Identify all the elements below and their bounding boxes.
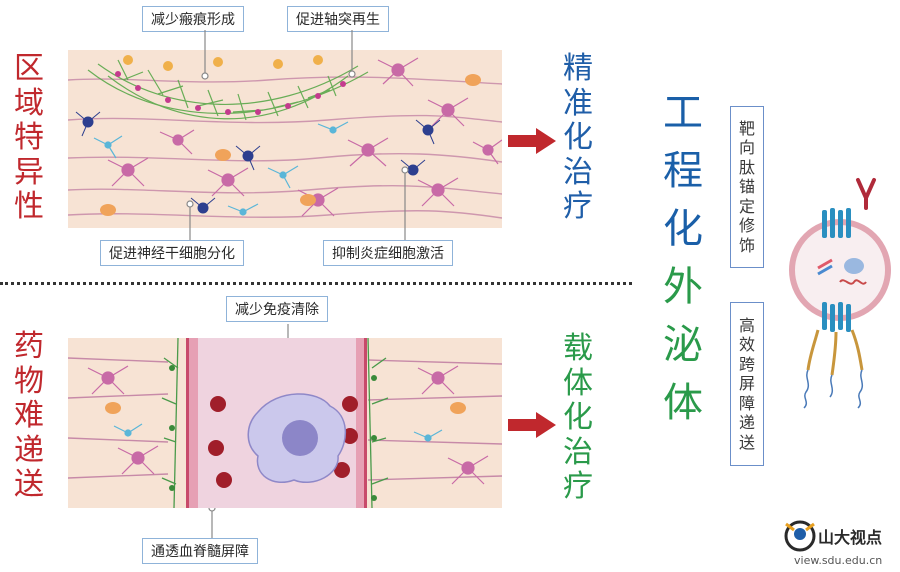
callout-promote-neural-diff: 促进神经干细胞分化 xyxy=(100,240,244,266)
blood-vessel-illustration xyxy=(68,338,502,508)
logo-name: 山大视点 xyxy=(818,528,883,547)
bottom-side-label: 药 物 难 递 送 xyxy=(14,329,44,502)
spinal-tissue-panel-top xyxy=(68,50,502,228)
callout-inhibit-inflammation: 抑制炎症细胞激活 xyxy=(323,240,453,266)
bottom-result-label: 载 体 化 治 疗 xyxy=(563,331,593,504)
top-result-label: 精 准 化 治 疗 xyxy=(563,51,593,224)
arrow-bottom xyxy=(508,412,556,438)
callout-promote-axon: 促进轴突再生 xyxy=(287,6,389,32)
section-divider xyxy=(0,282,632,285)
top-side-label: 区 域 特 异 性 xyxy=(14,51,44,224)
logo-url: view.sdu.edu.cn xyxy=(794,554,883,567)
box-barrier-delivery: 高 效 跨 屏 障 递 送 xyxy=(730,302,764,466)
neural-tissue-illustration xyxy=(68,55,502,219)
center-title: 工 程 化 外 泌 体 xyxy=(663,90,703,426)
callout-reduce-scar: 减少瘢痕形成 xyxy=(142,6,244,32)
callout-cross-bscb: 通透血脊髓屏障 xyxy=(142,538,258,564)
callout-reduce-immune: 减少免疫清除 xyxy=(226,296,328,322)
exosome-illustration xyxy=(789,178,891,409)
logo-emblem-icon xyxy=(784,520,816,552)
spinal-tissue-panel-bottom xyxy=(68,338,502,508)
arrow-top xyxy=(508,128,556,154)
logo: 山大视点 view.sdu.edu.cn xyxy=(782,518,898,570)
box-targeting-peptide: 靶 向 肽 锚 定 修 饰 xyxy=(730,106,764,268)
